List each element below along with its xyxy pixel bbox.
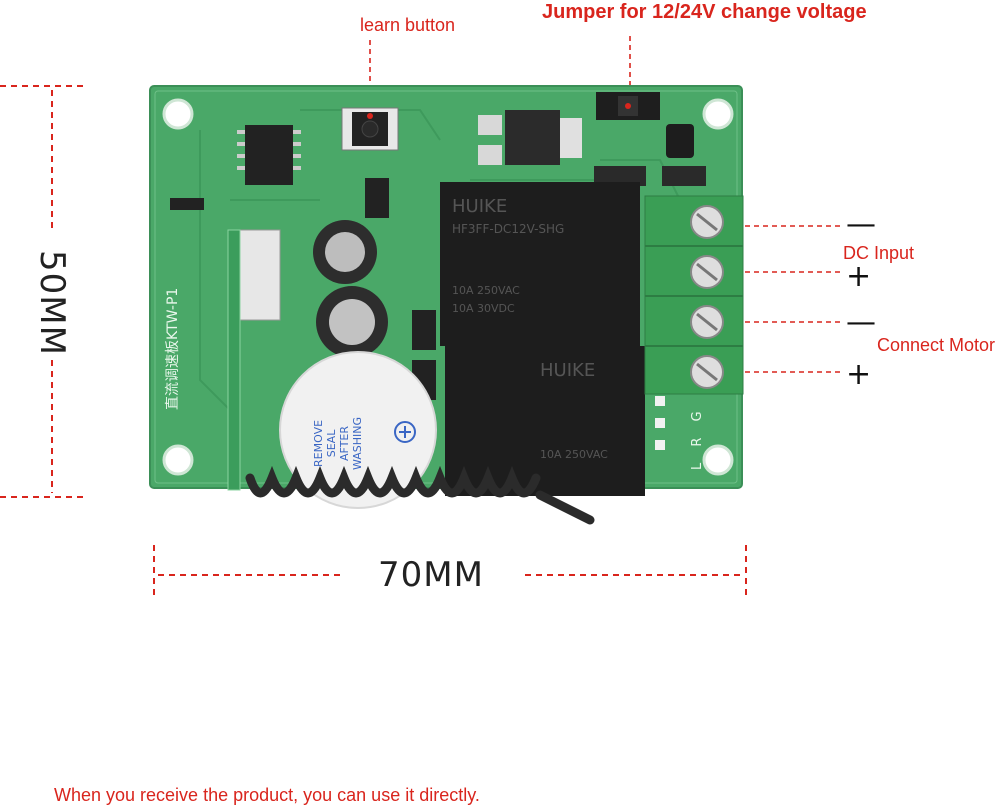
led-letters: L R G xyxy=(690,405,705,470)
pcb-board xyxy=(149,85,744,509)
mounting-hole xyxy=(702,98,734,130)
rf-module xyxy=(239,229,281,321)
mounting-hole xyxy=(162,444,194,476)
board-model-text: 直流调速板KTW-P1 xyxy=(165,287,181,410)
relay-bottom xyxy=(445,346,645,496)
buzzer-line-4: WASHING xyxy=(351,416,364,470)
buzzer-label: REMOVE SEAL AFTER WASHING xyxy=(312,417,364,470)
relay-rating-1-top: 10A 250VAC xyxy=(452,284,520,297)
relay-brand-top: HUIKE xyxy=(452,196,508,217)
voltage-regulator xyxy=(505,110,560,165)
mounting-hole xyxy=(702,444,734,476)
terminal-sign-1: — xyxy=(846,207,876,242)
relay-brand-bottom: HUIKE xyxy=(540,360,596,381)
antenna-coil xyxy=(245,465,595,525)
width-dimension-label: 70MM xyxy=(378,555,484,595)
terminal-sign-4: + xyxy=(846,357,872,392)
ic-chip xyxy=(245,125,293,185)
relay-model-top: HF3FF-DC12V-SHG xyxy=(452,222,565,236)
dc-input-label: DC Input xyxy=(843,243,915,263)
connect-motor-label: Connect Motor xyxy=(877,335,996,355)
relay-top xyxy=(440,182,640,346)
jumper-label: Jumper for 12/24V change voltage xyxy=(542,1,867,23)
height-dimension-label: 50MM xyxy=(32,250,72,356)
footer-note: When you receive the product, you can us… xyxy=(54,785,480,805)
terminal-sign-3: — xyxy=(846,305,876,340)
learn-button-label: learn button xyxy=(360,15,456,35)
relay-rating-1-bottom: 10A 250VAC xyxy=(540,448,608,461)
buzzer-line-3: AFTER xyxy=(338,425,351,461)
width-dimension-line xyxy=(153,545,747,600)
mounting-hole xyxy=(162,98,194,130)
terminal-sign-2: + xyxy=(846,259,872,294)
buzzer-line-1: REMOVE xyxy=(312,419,325,467)
relay-rating-2-top: 10A 30VDC xyxy=(452,302,515,315)
height-dimension-line xyxy=(0,85,88,498)
buzzer-line-2: SEAL xyxy=(325,429,338,458)
